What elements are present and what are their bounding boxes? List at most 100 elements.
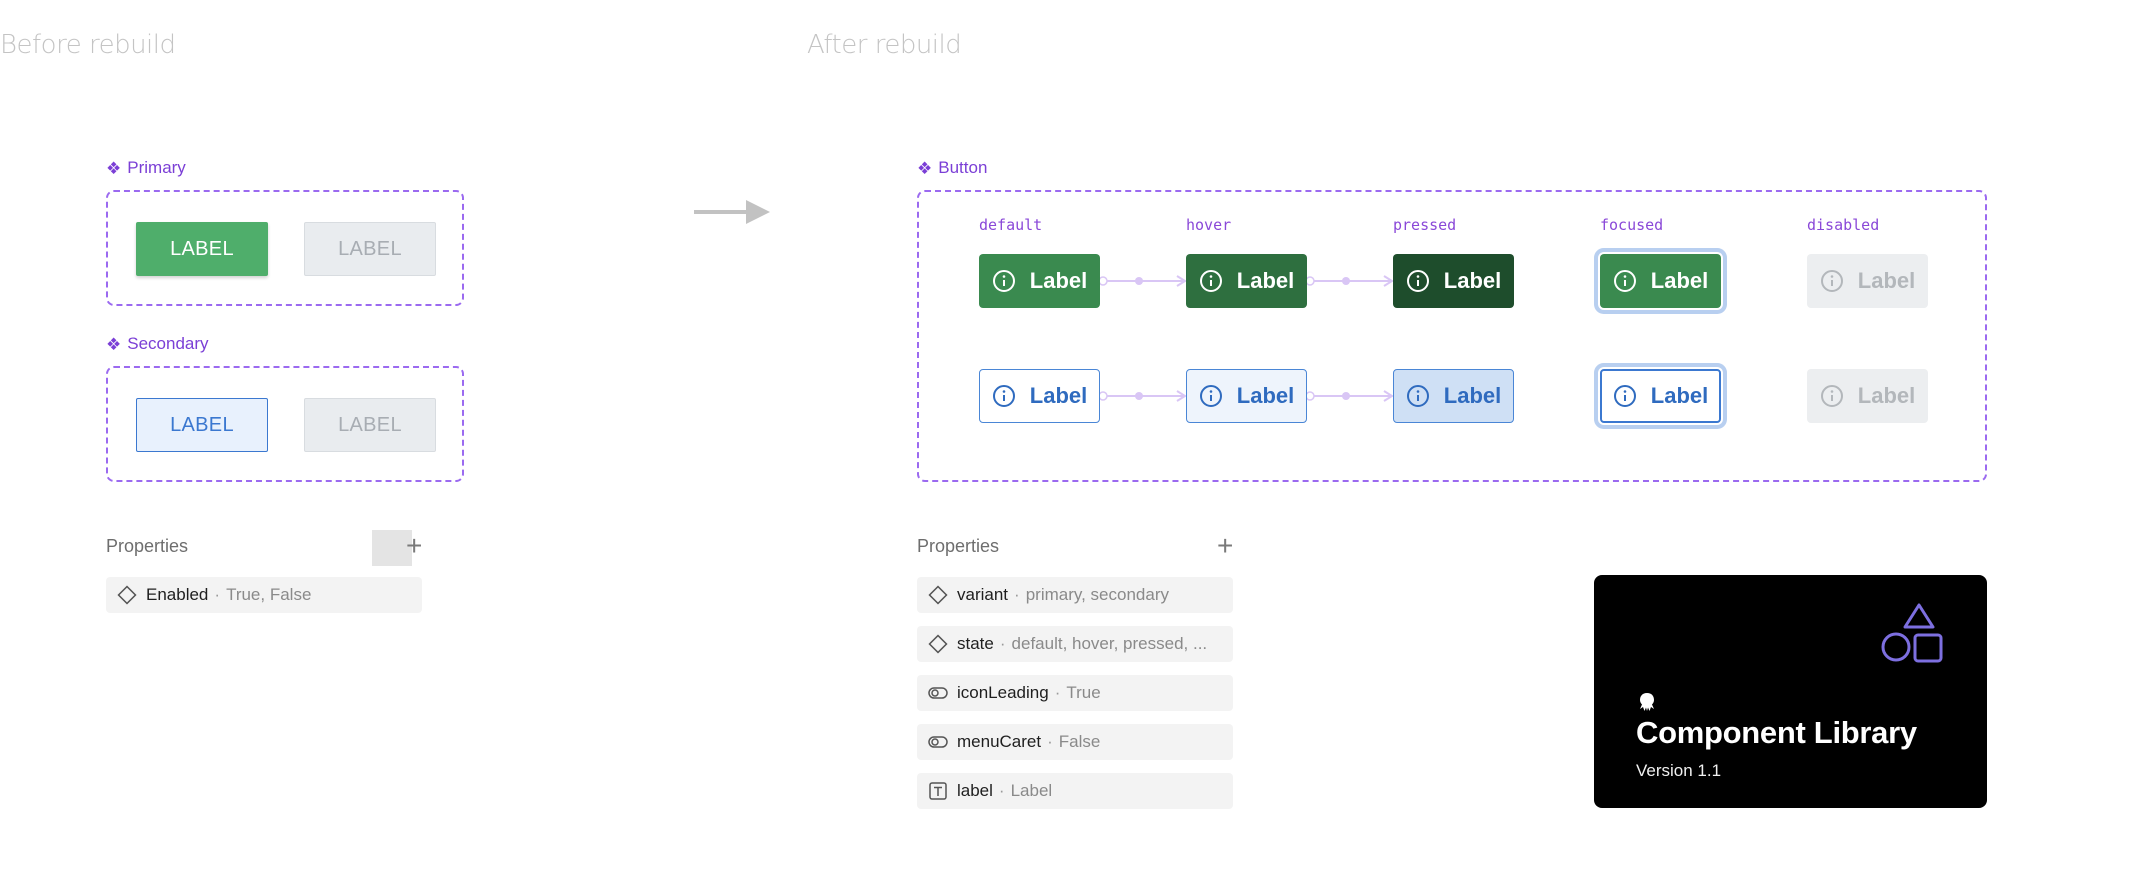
info-circle-icon [1199,385,1222,407]
button-secondary-hover[interactable]: Label [1186,369,1307,423]
secondary-component-label[interactable]: ❖ Secondary [106,334,209,354]
property-values: True, False [226,585,312,604]
info-circle-icon [992,385,1015,407]
property-icon-leading[interactable]: iconLeading · True [917,675,1233,711]
primary-button-disabled: LABEL [304,222,436,276]
primary-component-name: Primary [127,158,186,177]
info-circle-icon [1406,270,1429,292]
prototype-connector [1099,390,1187,402]
button-secondary-disabled: Label [1807,369,1928,423]
property-menu-caret[interactable]: menuCaret · False [917,724,1233,760]
button-component-name: Button [938,158,988,177]
boolean-toggle-icon [927,682,949,704]
prototype-connector [1306,275,1394,287]
button-secondary-default[interactable]: Label [979,369,1100,423]
variant-diamond-icon [927,584,949,606]
after-properties-title: Properties [917,536,1000,556]
property-separator: · [999,634,1006,653]
state-label-hover: hover [1186,216,1232,234]
secondary-button-disabled: LABEL [304,398,436,452]
info-circle-icon [1199,270,1222,292]
property-name: variant [957,585,1009,604]
property-enabled[interactable]: Enabled · True, False [106,577,422,613]
property-values: False [1058,732,1101,751]
component-icon: ❖ [106,334,122,354]
property-separator: · [998,781,1005,800]
property-name: label [957,781,993,800]
button-component-set[interactable]: default hover pressed focused disabled L… [917,190,1987,482]
property-variant[interactable]: variant · primary, secondary [917,577,1233,613]
primary-button[interactable]: LABEL [136,222,268,276]
button-primary-default[interactable]: Label [979,254,1100,308]
cover-title: Component Library [1636,715,1917,750]
boolean-toggle-icon [927,731,949,753]
property-values: primary, secondary [1025,585,1169,604]
button-label: Label [1029,268,1088,293]
button-secondary-pressed[interactable]: Label [1393,369,1514,423]
state-label-disabled: disabled [1807,216,1880,234]
button-component-label[interactable]: ❖ Button [917,158,987,178]
primary-disabled-label: LABEL [338,237,402,260]
info-circle-icon [1613,385,1636,407]
property-separator: · [1047,732,1053,751]
text-property-icon [927,780,949,802]
prototype-connector [1099,275,1187,287]
secondary-component-set[interactable]: LABEL LABEL [106,366,464,482]
property-name: state [957,634,994,653]
info-circle-icon [992,270,1015,292]
state-label-focused: focused [1600,216,1664,234]
property-name: Enabled [146,585,209,604]
button-primary-hover[interactable]: Label [1186,254,1307,308]
plus-icon[interactable]: + [1217,530,1234,561]
property-values: default, hover, pressed, ... [1011,634,1208,653]
button-primary-focused[interactable]: Label [1600,254,1721,308]
button-primary-disabled: Label [1807,254,1928,308]
button-label: Label [1443,383,1502,408]
prototype-connector [1306,390,1394,402]
info-circle-icon [1613,270,1636,292]
button-label: Label [1857,268,1916,293]
primary-button-label: LABEL [170,237,234,260]
component-icon: ❖ [917,158,933,178]
component-library-cover[interactable]: Component Library Version 1.1 [1594,575,1987,808]
primary-component-label[interactable]: ❖ Primary [106,158,186,178]
property-name: menuCaret [957,732,1042,751]
shapes-icon [1879,601,1945,672]
info-circle-icon [1820,385,1843,407]
arrow-right-icon [694,196,772,233]
property-values: True [1066,683,1101,702]
info-circle-icon [1406,385,1429,407]
button-label: Label [1650,383,1709,408]
button-label: Label [1236,268,1295,293]
info-circle-icon [1820,270,1843,292]
button-label: Label [1029,383,1088,408]
button-primary-pressed[interactable]: Label [1393,254,1514,308]
variant-diamond-icon [927,633,949,655]
before-properties-title: Properties [106,536,189,556]
add-property-hover-bg [372,530,412,566]
property-label[interactable]: label · Label [917,773,1233,809]
property-name: iconLeading [957,683,1049,702]
property-separator: · [1014,585,1020,604]
after-rebuild-heading: After rebuild [807,30,962,60]
variant-diamond-icon [116,584,138,606]
button-label: Label [1443,268,1502,293]
octopus-logo-icon [1636,691,1658,718]
property-separator: · [214,585,221,604]
secondary-button[interactable]: LABEL [136,398,268,452]
button-label: Label [1650,268,1709,293]
secondary-disabled-label: LABEL [338,413,402,436]
property-separator: · [1054,683,1061,702]
secondary-button-label: LABEL [170,413,234,436]
button-secondary-focused[interactable]: Label [1600,369,1721,423]
button-label: Label [1857,383,1916,408]
before-rebuild-heading: Before rebuild [0,30,176,60]
button-label: Label [1236,383,1295,408]
property-state[interactable]: state · default, hover, pressed, ... [917,626,1233,662]
primary-component-set[interactable]: LABEL LABEL [106,190,464,306]
property-values: Label [1010,781,1053,800]
plus-icon[interactable]: + [406,530,423,561]
state-label-default: default [979,216,1043,234]
component-icon: ❖ [106,158,122,178]
cover-version: Version 1.1 [1636,761,1722,780]
